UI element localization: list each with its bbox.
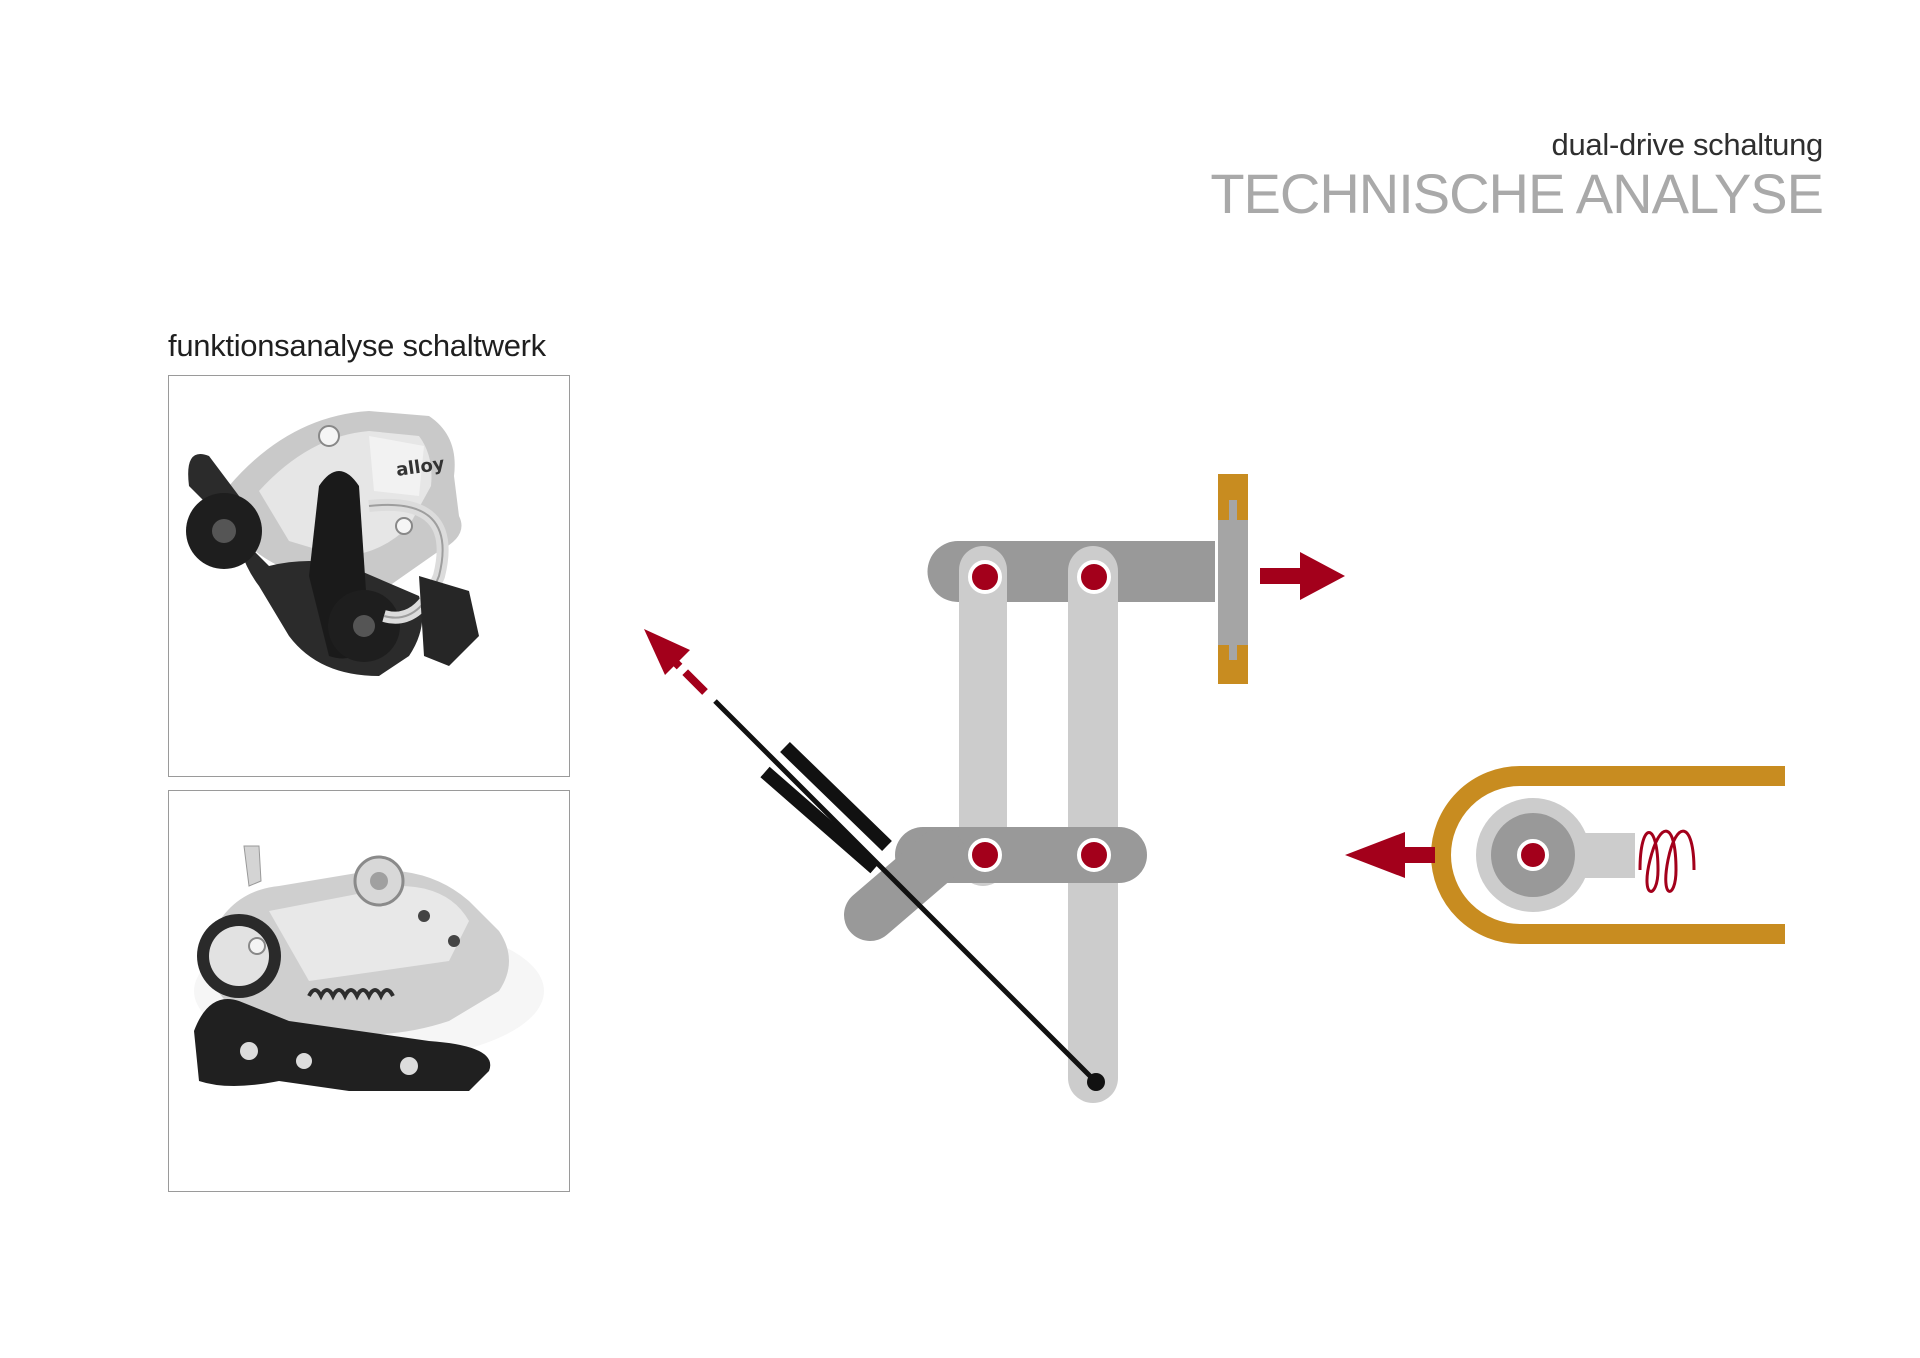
pivot-points <box>968 560 1111 872</box>
cable-pull-arrow <box>644 629 708 695</box>
section-label: funktionsanalyse schaltwerk <box>168 328 546 363</box>
cable-housing <box>760 741 892 874</box>
page-subtitle: dual-drive schaltung <box>1551 127 1824 162</box>
derailleur-illustration-1: alloy <box>186 411 479 676</box>
u-channel <box>1431 766 1785 944</box>
pivot-top-right <box>1077 560 1111 594</box>
spring-roller-assembly <box>1431 766 1785 944</box>
pivot-bottom-left <box>968 838 1002 872</box>
left-arrow <box>1345 832 1435 878</box>
header: dual-drive schaltung TECHNISCHE ANALYSE <box>1210 126 1824 225</box>
rear-derailleur-photo-1: alloy <box>168 375 570 777</box>
right-vertical-link <box>1068 546 1118 1103</box>
roller-pivot <box>1517 839 1549 871</box>
coil-spring <box>1638 829 1696 893</box>
page-title: TECHNISCHE ANALYSE <box>1210 162 1824 225</box>
rear-derailleur-photo-2 <box>168 790 570 1192</box>
mechanism-diagram <box>644 474 1785 1103</box>
cable-guide-block <box>1218 474 1248 684</box>
pivot-top-left <box>968 560 1002 594</box>
cable-anchor <box>1087 1073 1105 1091</box>
right-arrow <box>1260 552 1345 600</box>
derailleur-illustration-2 <box>194 845 544 1091</box>
shift-cable <box>713 699 1098 1084</box>
left-vertical-link <box>959 546 1007 886</box>
lower-link <box>844 827 1147 941</box>
pivot-bottom-right <box>1077 838 1111 872</box>
